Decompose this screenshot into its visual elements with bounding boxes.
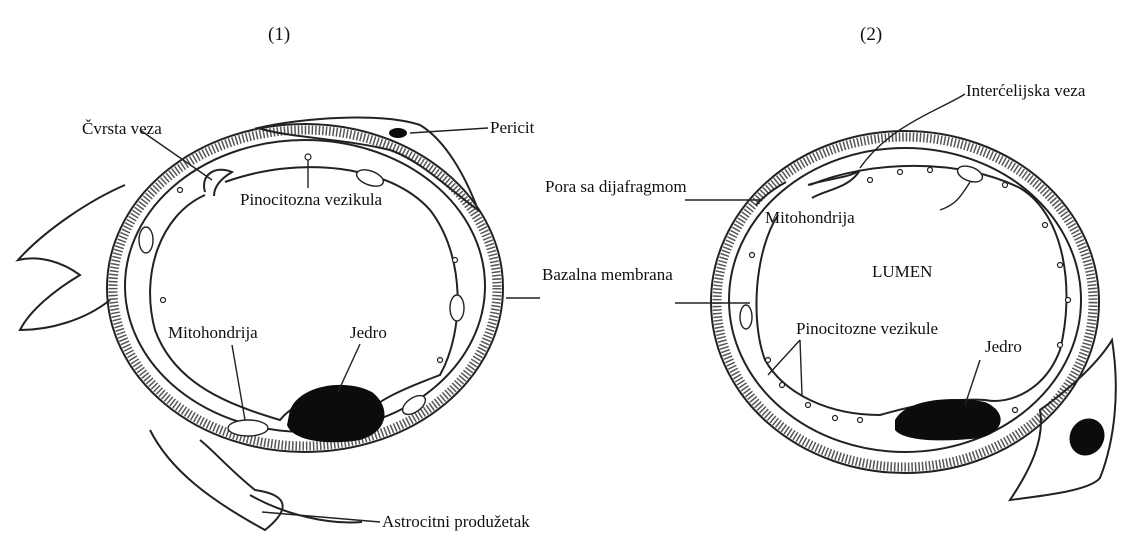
pinocytotic-vesicle xyxy=(305,154,311,160)
panel-1: (1) xyxy=(18,24,673,531)
panel-2-number: (2) xyxy=(860,24,882,45)
endothelial-outer-wall xyxy=(125,140,485,432)
label-pericyte: Pericit xyxy=(490,118,535,137)
pericyte-nucleus xyxy=(1063,412,1111,462)
pinocytotic-vesicle xyxy=(868,178,873,183)
label-intercellular-junction: Interćelijska veza xyxy=(966,81,1086,100)
pinocytotic-vesicle xyxy=(898,170,903,175)
intercellular-junction xyxy=(808,170,860,198)
leader-line xyxy=(410,128,488,133)
endothelial-nucleus xyxy=(895,399,1001,440)
leader-line xyxy=(800,340,802,395)
pinocytotic-vesicle xyxy=(928,168,933,173)
label-pore-with-diaphragm: Pora sa dijafragmom xyxy=(545,177,687,196)
mitochondrion xyxy=(139,227,153,253)
mitochondrion xyxy=(955,163,984,185)
pinocytotic-vesicle xyxy=(453,258,458,263)
leader-line xyxy=(338,344,360,392)
label-tight-junction: Čvrsta veza xyxy=(82,119,162,138)
pinocytotic-vesicle xyxy=(1003,183,1008,188)
pinocytotic-vesicle xyxy=(1058,263,1063,268)
pinocytotic-vesicle xyxy=(780,383,785,388)
label-mitochondrion: Mitohondrija xyxy=(765,208,855,227)
label-pinocytotic-vesicles: Pinocitozne vezikule xyxy=(796,319,938,338)
pinocytotic-vesicle xyxy=(766,358,771,363)
leader-line xyxy=(232,345,245,420)
pinocytotic-vesicle xyxy=(1066,298,1071,303)
endothelial-inner-wall xyxy=(756,166,1066,415)
label-nucleus: Jedro xyxy=(985,337,1022,356)
pinocytotic-vesicle xyxy=(833,416,838,421)
pericyte-cell xyxy=(1010,340,1116,500)
pinocytotic-vesicle xyxy=(438,358,443,363)
pinocytotic-vesicle xyxy=(161,298,166,303)
label-lumen: LUMEN xyxy=(872,262,932,281)
panel-1-number: (1) xyxy=(268,24,290,45)
leader-line xyxy=(940,182,970,210)
mitochondrion xyxy=(228,420,268,436)
leader-line xyxy=(965,360,980,405)
pinocytotic-vesicle xyxy=(178,188,183,193)
pinocytotic-vesicle xyxy=(1058,343,1063,348)
endothelial-nucleus xyxy=(287,385,385,442)
label-nucleus: Jedro xyxy=(350,323,387,342)
mitochondrion xyxy=(740,305,752,329)
leader-line xyxy=(768,340,800,375)
label-astrocyte-process: Astrocitni produžetak xyxy=(382,512,530,531)
pinocytotic-vesicle xyxy=(806,403,811,408)
mitochondrion xyxy=(450,295,464,321)
pinocytotic-vesicle xyxy=(1013,408,1018,413)
pericyte-nucleus xyxy=(389,128,407,138)
label-pinocytotic-vesicle: Pinocitozna vezikula xyxy=(240,190,383,209)
pinocytotic-vesicle xyxy=(1043,223,1048,228)
tight-junction xyxy=(204,170,232,196)
label-basal-membrane: Bazalna membrana xyxy=(542,265,673,284)
pinocytotic-vesicle xyxy=(750,253,755,258)
astrocyte-process-bottom xyxy=(150,430,283,530)
pinocytotic-vesicle xyxy=(858,418,863,423)
label-mitochondrion: Mitohondrija xyxy=(168,323,258,342)
mitochondrion xyxy=(354,167,385,190)
panel-2: (2) xyxy=(545,24,1116,500)
